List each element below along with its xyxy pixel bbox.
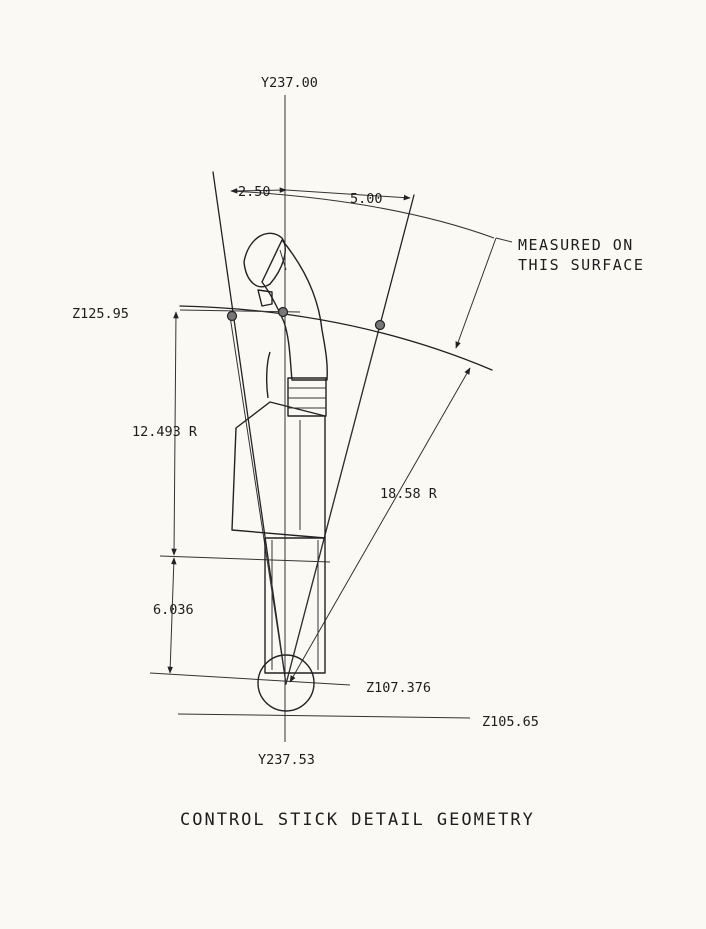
label-dim-18-58: 18.58 R	[380, 486, 438, 502]
label-z-upper: Z125.95	[72, 306, 129, 322]
dim-6-036-line	[167, 557, 177, 674]
label-y-bottom: Y237.53	[258, 752, 315, 768]
label-dim-6-036: 6.036	[153, 602, 194, 618]
z-mid-reference-line	[159, 555, 331, 563]
grip-trigger	[257, 289, 273, 307]
z-pivot-reference-line	[149, 672, 351, 686]
left-throw-line	[212, 171, 287, 685]
measured-surface-arc	[179, 305, 493, 371]
measure-point-right	[374, 319, 386, 331]
note-leader-tick	[495, 237, 513, 243]
label-note-line1: MEASURED ON	[518, 236, 634, 254]
dim-5-00-line	[285, 189, 411, 201]
outer-radius-arc	[231, 190, 495, 239]
stick-shaft	[264, 537, 326, 674]
label-note-line2: THIS SURFACE	[518, 256, 644, 274]
dim-2-50-line	[230, 187, 287, 194]
grip-body	[261, 239, 328, 381]
radial-line-left	[229, 315, 287, 685]
grip-finger-guard	[265, 351, 271, 399]
dim-12-493-line	[171, 311, 179, 556]
measure-point-left	[226, 310, 238, 322]
dim-18-58-line	[289, 367, 471, 683]
note-leader-line	[455, 237, 497, 349]
pivot-ball	[257, 654, 315, 712]
grip-top	[243, 232, 286, 288]
z-base-reference-line	[177, 713, 471, 719]
measure-point-center	[277, 306, 289, 318]
drawing-title: CONTROL STICK DETAIL GEOMETRY	[180, 810, 535, 830]
label-dim-2-50: 2.50	[238, 184, 271, 200]
label-z-pivot: Z107.376	[366, 680, 431, 696]
label-dim-12-493: 12.493 R	[132, 424, 198, 440]
grip-button-line	[279, 249, 287, 271]
label-y-top: Y237.00	[261, 75, 318, 91]
grip-collar	[287, 377, 327, 417]
label-z-base: Z105.65	[482, 714, 539, 730]
boot-housing	[231, 401, 326, 539]
label-dim-5-00: 5.00	[350, 191, 383, 207]
